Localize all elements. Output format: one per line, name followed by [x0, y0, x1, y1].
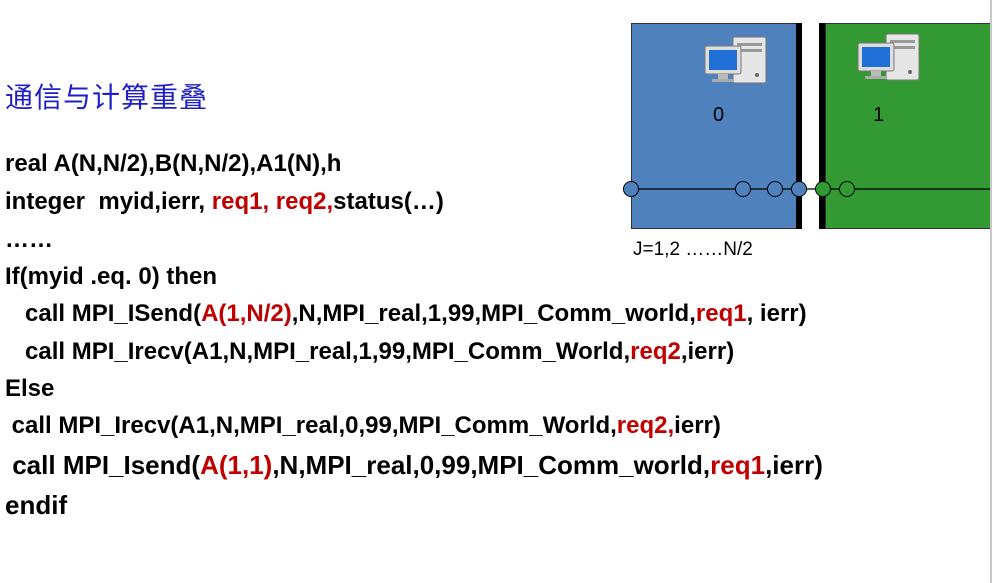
code-highlight: req2 [630, 338, 681, 365]
divider [819, 23, 825, 229]
code-text: ierr) [674, 412, 721, 439]
computer-icon [704, 36, 767, 84]
index-marker [839, 181, 855, 197]
slide-title: 通信与计算重叠 [5, 81, 209, 114]
code-text: integer myid,ierr, [5, 188, 212, 215]
code-line-6: call MPI_Irecv(A1,N,MPI_real,1,99,MPI_Co… [5, 338, 734, 366]
index-marker [791, 181, 807, 197]
rank1-label: 1 [873, 104, 885, 126]
computer-icon [857, 33, 920, 81]
divider [796, 23, 802, 229]
rank0-label: 0 [713, 104, 725, 126]
slide-edge [990, 0, 992, 583]
code-text: ,ierr) [765, 450, 823, 480]
code-text: ,N,MPI_real,1,99,MPI_Comm_world, [291, 300, 696, 327]
code-text: ,ierr) [680, 338, 735, 365]
code-line-8: call MPI_Irecv(A1,N,MPI_real,0,99,MPI_Co… [5, 412, 721, 440]
code-text: call MPI_Irecv(A1,N,MPI_real,1,99,MPI_Co… [5, 338, 631, 365]
index-marker [735, 181, 751, 197]
code-line-3: …… [5, 226, 53, 253]
code-line-10: endif [5, 490, 68, 520]
index-marker [815, 181, 831, 197]
code-line-9: call MPI_Isend(A(1,1),N,MPI_real,0,99,MP… [5, 450, 823, 481]
code-line-4: If(myid .eq. 0) then [5, 263, 218, 290]
index-marker [623, 181, 639, 197]
code-text: call MPI_ISend( [5, 300, 202, 327]
code-line-7: Else [5, 375, 55, 402]
index-range-label: J=1,2 ……N/2 [633, 239, 753, 260]
code-text: ,N,MPI_real,0,99,MPI_Comm_world, [272, 450, 711, 480]
code-text: , ierr) [746, 300, 807, 327]
code-text: status(…) [333, 188, 444, 215]
code-highlight: req1 [695, 300, 747, 327]
code-highlight: A(1,N/2) [201, 300, 292, 327]
code-text: call MPI_Irecv(A1,N,MPI_real,0,99,MPI_Co… [5, 412, 617, 439]
code-line-1: real A(N,N/2),B(N,N/2),A1(N),h [5, 150, 342, 177]
code-line-2: integer myid,ierr, req1, req2,status(…) [5, 188, 444, 216]
code-highlight: req2, [616, 412, 675, 439]
code-line-5: call MPI_ISend(A(1,N/2),N,MPI_real,1,99,… [5, 300, 807, 328]
code-highlight: A(1,1) [200, 450, 273, 480]
code-highlight: req1 [710, 450, 766, 480]
code-highlight: req1, req2, [211, 188, 334, 215]
index-marker [767, 181, 783, 197]
code-text: call MPI_Isend( [5, 450, 201, 480]
